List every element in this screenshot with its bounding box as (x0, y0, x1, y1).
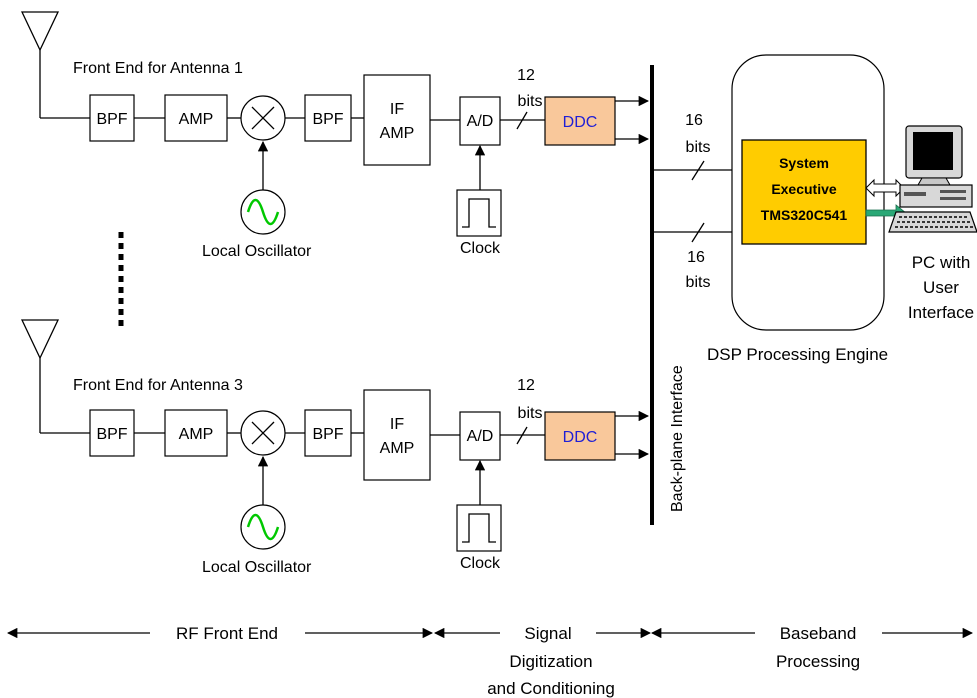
pc-label-line3: Interface (908, 303, 974, 322)
bpf-label: BPF (312, 426, 343, 443)
amp-block (164, 409, 228, 457)
adc-label: A/D (467, 113, 494, 130)
chain-title: Front End for Antenna 3 (73, 377, 243, 394)
ddc-label: DDC (563, 429, 598, 446)
system-executive-block (741, 139, 867, 245)
section-signal-digitization: Signal Digitization and Conditioning (433, 624, 652, 698)
ddc-block (544, 411, 616, 461)
section-baseband-processing: Baseband Processing (650, 624, 974, 671)
pc-label-line2: User (923, 278, 959, 297)
bus-bits-unit: bits (686, 274, 711, 291)
clock-icon (456, 504, 502, 552)
bpf-block-1 (89, 94, 135, 142)
if-amp-block (363, 74, 431, 166)
bits-unit: bits (518, 405, 543, 422)
adc-block (459, 411, 501, 461)
front-end-chain-1: Front End for Antenna 1 BPF AMP BPF IF A… (20, 11, 650, 260)
bidirectional-arrow-icon (865, 178, 905, 198)
ddc-label: DDC (563, 114, 598, 131)
system-executive-line3: TMS320C541 (761, 207, 848, 223)
amp-block (164, 94, 228, 142)
if-amp-label-line1: IF (390, 416, 404, 433)
pc-label-line1: PC with (912, 253, 971, 272)
section-rf-front-end: RF Front End (6, 624, 434, 643)
oscillator-label: Local Oscillator (202, 559, 312, 576)
section-label-line1: Signal (524, 624, 571, 643)
section-label-line2: Processing (776, 652, 860, 671)
dsp-processing-engine: System Executive TMS320C541 DSP Processi… (707, 54, 888, 364)
if-amp-label-line2: AMP (380, 125, 415, 142)
bus-to-dsp-2: 16 bits (654, 222, 744, 291)
front-end-chain-3: Front End for Antenna 3 BPF AMP BPF IF A… (20, 319, 650, 576)
backplane-label: Back-plane Interface (669, 365, 686, 512)
bus-bits-value: 16 (687, 249, 705, 266)
bus-bits-value: 16 (685, 112, 703, 129)
engine-label: DSP Processing Engine (707, 345, 888, 364)
bpf-block-1 (89, 409, 135, 457)
bits-unit: bits (518, 93, 543, 110)
ddc-block (544, 96, 616, 146)
clock-label: Clock (460, 240, 501, 257)
antenna-icon (20, 319, 90, 434)
bus-slash (516, 426, 528, 445)
oscillator-icon (240, 189, 286, 235)
section-label-line2: Digitization (509, 652, 592, 671)
section-label: RF Front End (176, 624, 278, 643)
bits-value: 12 (517, 377, 535, 394)
bus-bits-unit: bits (686, 139, 711, 156)
if-amp-label-line1: IF (390, 101, 404, 118)
section-label-line1: Baseband (780, 624, 857, 643)
bpf-label: BPF (312, 111, 343, 128)
if-amp-label-line2: AMP (380, 440, 415, 457)
bpf-block-2 (304, 409, 352, 457)
backplane: Back-plane Interface (650, 65, 686, 525)
amp-label: AMP (179, 111, 214, 128)
section-label-line3: and Conditioning (487, 679, 615, 698)
mixer-icon (240, 95, 286, 141)
bus-slash (516, 111, 528, 130)
antenna-icon (20, 11, 90, 119)
bus-slash (691, 222, 705, 243)
amp-label: AMP (179, 426, 214, 443)
oscillator-icon (240, 504, 286, 550)
system-executive-line1: System (779, 155, 829, 171)
bpf-label: BPF (96, 111, 127, 128)
adc-label: A/D (467, 428, 494, 445)
clock-icon (456, 189, 502, 237)
system-executive-line2: Executive (771, 181, 837, 197)
clock-label: Clock (460, 555, 501, 572)
bits-value: 12 (517, 67, 535, 84)
oscillator-label: Local Oscillator (202, 243, 312, 260)
bus-slash (691, 160, 705, 181)
bus-to-dsp-1: 16 bits (654, 112, 744, 181)
bpf-label: BPF (96, 426, 127, 443)
mixer-icon (240, 410, 286, 456)
computer-icon (888, 125, 977, 233)
if-amp-block (363, 389, 431, 481)
chain-title: Front End for Antenna 1 (73, 60, 243, 77)
